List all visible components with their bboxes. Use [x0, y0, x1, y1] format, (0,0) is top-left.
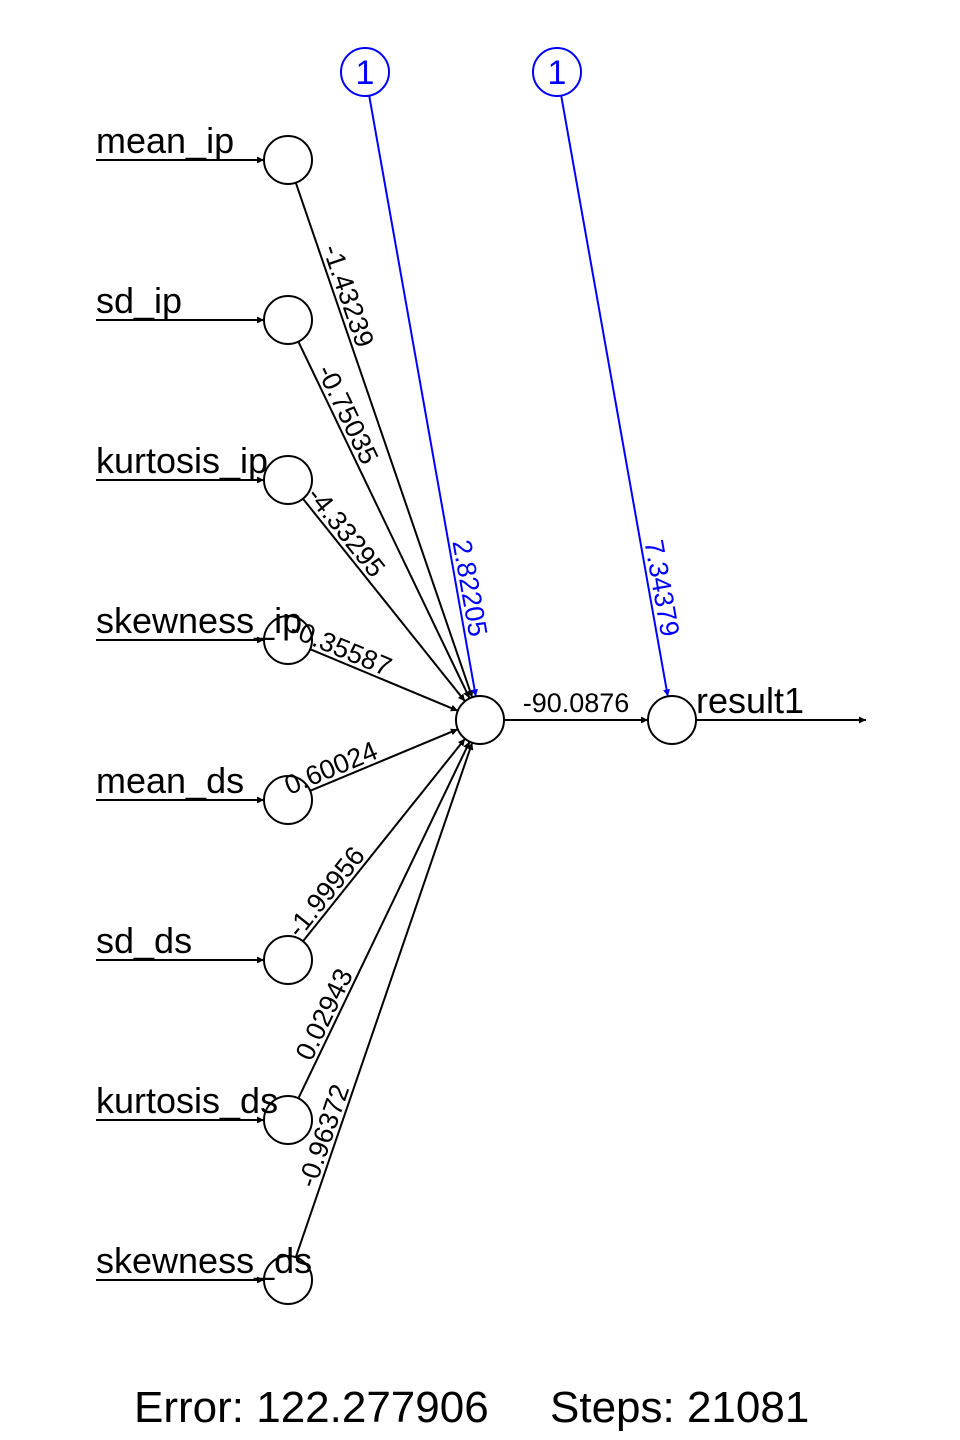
output-node [647, 695, 697, 745]
weight-edge [297, 741, 471, 1099]
input-label: kurtosis_ip [96, 440, 268, 481]
weight-edge [309, 728, 459, 792]
input-node [263, 1255, 313, 1305]
input-label: sd_ds [96, 920, 192, 961]
output-weight-label: -90.0876 [523, 688, 630, 718]
input-label: skewness_ds [96, 1240, 312, 1281]
input-label: sd_ip [96, 280, 182, 321]
labels-layer: -1.43239 mean_ip -0.75035 sd_ip -4.33295 kurt… [96, 54, 804, 1281]
weight-edge [302, 738, 466, 942]
weight-label: -4.33295 [301, 481, 391, 583]
bias-edge [368, 95, 479, 697]
weight-label: -0.75035 [311, 360, 384, 469]
input-label: kurtosis_ds [96, 1080, 278, 1121]
weight-edge [302, 498, 466, 702]
input-label: skewness_ip [96, 600, 302, 641]
input-node [263, 295, 313, 345]
bias-edge [560, 95, 671, 697]
input-label: mean_ds [96, 760, 244, 801]
input-label: mean_ip [96, 120, 234, 161]
bias-node [340, 47, 390, 97]
input-node [263, 1095, 313, 1145]
bias-symbol: 1 [548, 54, 567, 92]
weight-label: 0.60024 [280, 735, 382, 800]
bias-node [532, 47, 582, 97]
weight-edge [294, 742, 474, 1258]
output-label: result1 [696, 680, 804, 721]
error-label: Error: 122.277906 [134, 1383, 489, 1432]
hidden-node [455, 695, 505, 745]
weight-label: -1.43239 [317, 241, 380, 352]
weight-edge [297, 341, 471, 699]
bias-weight-label: 7.34379 [639, 537, 686, 638]
steps-label: Steps: 21081 [550, 1383, 809, 1432]
input-node [263, 615, 313, 665]
weight-label: -0.35587 [286, 614, 396, 683]
weight-edge [309, 648, 459, 712]
input-node [263, 455, 313, 505]
input-node [263, 135, 313, 185]
weight-label: -1.99956 [281, 841, 371, 943]
nodes-layer [263, 47, 697, 1305]
edges-layer [96, 95, 866, 1284]
bias-symbol: 1 [356, 54, 375, 92]
weight-edge [294, 182, 474, 698]
input-node [263, 775, 313, 825]
input-node [263, 935, 313, 985]
bias-weight-label: 2.82205 [447, 537, 494, 638]
